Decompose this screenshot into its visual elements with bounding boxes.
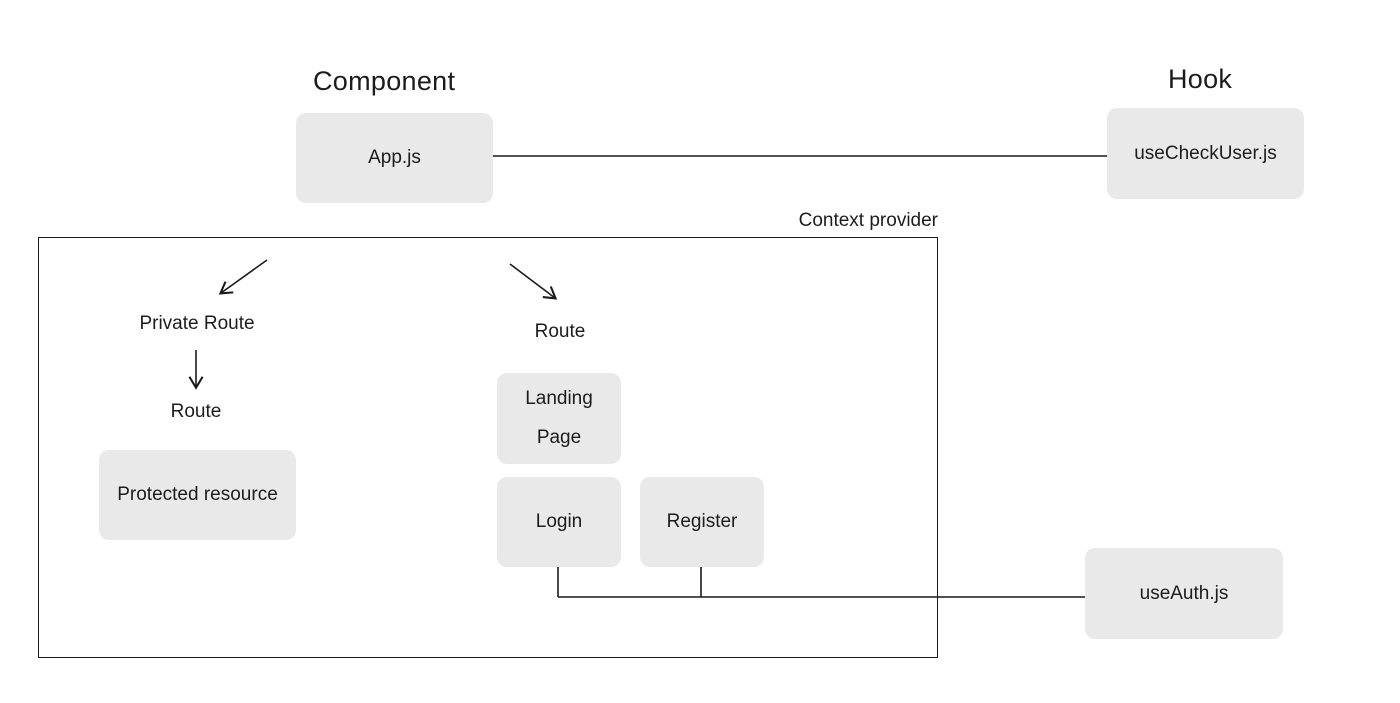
label-private-route: Private Route <box>139 313 255 334</box>
context-provider-box <box>38 237 938 658</box>
context-provider-label: Context provider <box>798 210 938 231</box>
label-route-left: Route <box>170 401 222 422</box>
heading-component: Component <box>313 66 456 96</box>
node-usecheckuser-js: useCheckUser.js <box>1107 108 1304 199</box>
node-landing-page: Landing Page <box>497 373 621 464</box>
heading-hook: Hook <box>1168 64 1233 94</box>
node-login: Login <box>497 477 621 567</box>
node-register: Register <box>640 477 764 567</box>
node-useauth-js: useAuth.js <box>1085 548 1283 639</box>
node-app-js: App.js <box>296 113 493 203</box>
node-protected-resource: Protected resource <box>99 450 296 540</box>
label-route-right: Route <box>534 321 586 342</box>
